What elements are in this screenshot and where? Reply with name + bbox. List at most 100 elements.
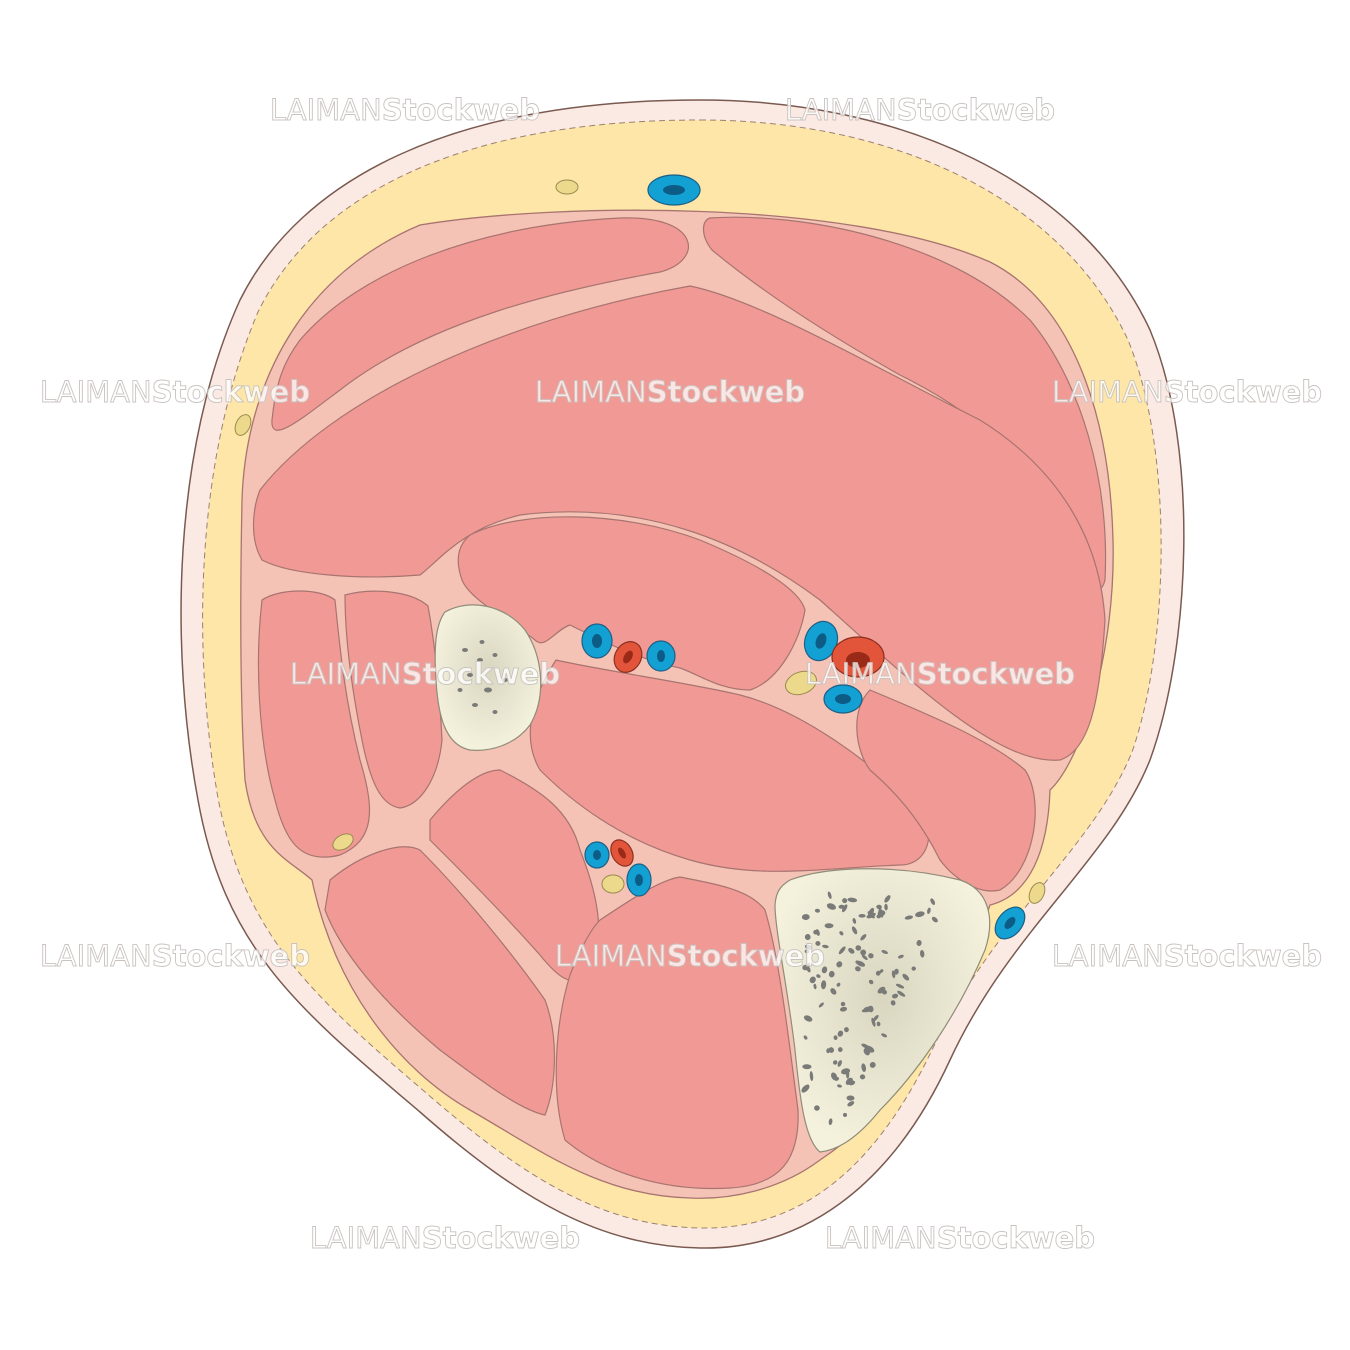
marrow-pore bbox=[860, 949, 867, 956]
marrow-pore bbox=[828, 970, 835, 978]
marrow-pore bbox=[876, 904, 882, 910]
marrow-pore bbox=[884, 895, 891, 903]
marrow-pore bbox=[847, 897, 858, 903]
marrow-pore bbox=[859, 1074, 866, 1080]
watermark-text: LAIMANStockweb bbox=[825, 1221, 1095, 1255]
marrow-pore bbox=[877, 986, 886, 994]
great-saphenous-vein bbox=[647, 174, 701, 206]
marrow-pore bbox=[847, 1101, 855, 1107]
marrow-pore bbox=[826, 903, 837, 910]
watermark-text: LAIMANStockweb bbox=[290, 657, 560, 691]
marrow-pore bbox=[842, 898, 848, 904]
marrow-pore bbox=[828, 1118, 833, 1126]
marrow-pore bbox=[842, 1112, 848, 1118]
watermark-text: LAIMANStockweb bbox=[535, 375, 805, 409]
marrow-pore bbox=[846, 1095, 855, 1101]
marrow-pore bbox=[860, 934, 867, 941]
muscle bbox=[529, 659, 930, 872]
marrow-pore bbox=[845, 1077, 853, 1085]
marrow-pore bbox=[884, 903, 888, 911]
marrow-pore bbox=[828, 1047, 835, 1053]
cutaneous-nerves bbox=[234, 179, 1046, 904]
marrow-pore bbox=[813, 929, 818, 935]
muscle bbox=[252, 285, 1106, 761]
marrow-pore bbox=[837, 1030, 844, 1037]
marrow-pore bbox=[881, 950, 888, 955]
watermark-text: LAIMANStockweb bbox=[555, 939, 825, 973]
marrow-pore bbox=[840, 1001, 846, 1007]
marrow-pore bbox=[838, 946, 846, 955]
marrow-pore bbox=[911, 966, 916, 971]
marrow-pore bbox=[916, 940, 922, 947]
watermark-text: LAIMANStockweb bbox=[40, 939, 310, 973]
marrow-pore bbox=[861, 1063, 867, 1072]
marrow-pore bbox=[818, 1002, 824, 1008]
marrow-pore bbox=[837, 1060, 842, 1067]
marrow-pore bbox=[824, 923, 834, 929]
marrow-pore bbox=[894, 968, 899, 975]
fibula-marrow bbox=[457, 640, 508, 714]
marrow-pore bbox=[877, 910, 886, 916]
marrow-pore bbox=[802, 1064, 812, 1070]
marrow-pore bbox=[803, 1035, 808, 1040]
marrow-pore bbox=[820, 980, 827, 990]
small-saphenous-vein bbox=[994, 906, 1026, 940]
marrow-pore bbox=[868, 979, 874, 985]
marrow-pore bbox=[804, 934, 811, 941]
marrow-pore bbox=[801, 914, 810, 921]
marrow-pore bbox=[836, 961, 843, 968]
marrow-pore bbox=[803, 1015, 813, 1022]
marrow-pore bbox=[841, 1068, 851, 1075]
marrow-pore bbox=[861, 1043, 870, 1049]
fibula-bone bbox=[434, 604, 542, 751]
muscle bbox=[856, 689, 1036, 892]
marrow-pore bbox=[821, 966, 828, 974]
marrow-pore bbox=[813, 983, 817, 990]
fibular-vessels bbox=[584, 839, 652, 897]
marrow-pore bbox=[895, 983, 905, 989]
marrow-pore bbox=[848, 947, 855, 954]
marrow-pore bbox=[809, 976, 816, 984]
muscle bbox=[271, 217, 689, 431]
watermark-text: LAIMANStockweb bbox=[805, 657, 1075, 691]
watermark-text: LAIMANStockweb bbox=[270, 93, 540, 127]
marrow-pore bbox=[875, 970, 881, 976]
marrow-pore bbox=[852, 918, 857, 924]
muscle bbox=[324, 846, 556, 1116]
marrow-pore bbox=[861, 1008, 870, 1013]
watermark-text: LAIMANStockweb bbox=[1052, 375, 1322, 409]
marrow-pore bbox=[839, 1006, 848, 1012]
marrow-pore bbox=[897, 954, 904, 959]
marrow-pore bbox=[891, 970, 896, 979]
muscle bbox=[344, 590, 443, 809]
marrow-pore bbox=[891, 993, 899, 999]
marrow-pore bbox=[801, 1084, 810, 1093]
posterior-tibial-vessels bbox=[785, 620, 885, 714]
marrow-pore bbox=[861, 954, 868, 961]
marrow-pore bbox=[814, 1105, 820, 1111]
marrow-pore bbox=[837, 1084, 842, 1088]
marrow-pore bbox=[871, 1017, 876, 1027]
marrow-pore bbox=[869, 1061, 876, 1068]
marrow-pore bbox=[915, 911, 925, 918]
marrow-pore bbox=[881, 1033, 888, 1038]
marrow-pore bbox=[855, 960, 860, 965]
marrow-pore bbox=[931, 916, 938, 923]
marrow-pore bbox=[832, 1060, 838, 1065]
marrow-pore bbox=[858, 913, 866, 918]
marrow-pore bbox=[855, 966, 861, 972]
marrow-pore bbox=[927, 907, 931, 914]
watermark-text: LAIMANStockweb bbox=[40, 375, 310, 409]
marrow-pore bbox=[851, 926, 858, 935]
marrow-pore bbox=[876, 1021, 881, 1027]
muscle bbox=[257, 590, 371, 858]
marrow-pore bbox=[822, 944, 829, 949]
watermark-text: LAIMANStockweb bbox=[1052, 939, 1322, 973]
marrow-pore bbox=[920, 949, 925, 958]
marrow-pore bbox=[897, 990, 906, 997]
muscle bbox=[555, 876, 799, 1190]
marrow-pore bbox=[855, 945, 862, 951]
marrow-pore bbox=[809, 1071, 814, 1082]
tibia-bone bbox=[774, 868, 991, 1153]
